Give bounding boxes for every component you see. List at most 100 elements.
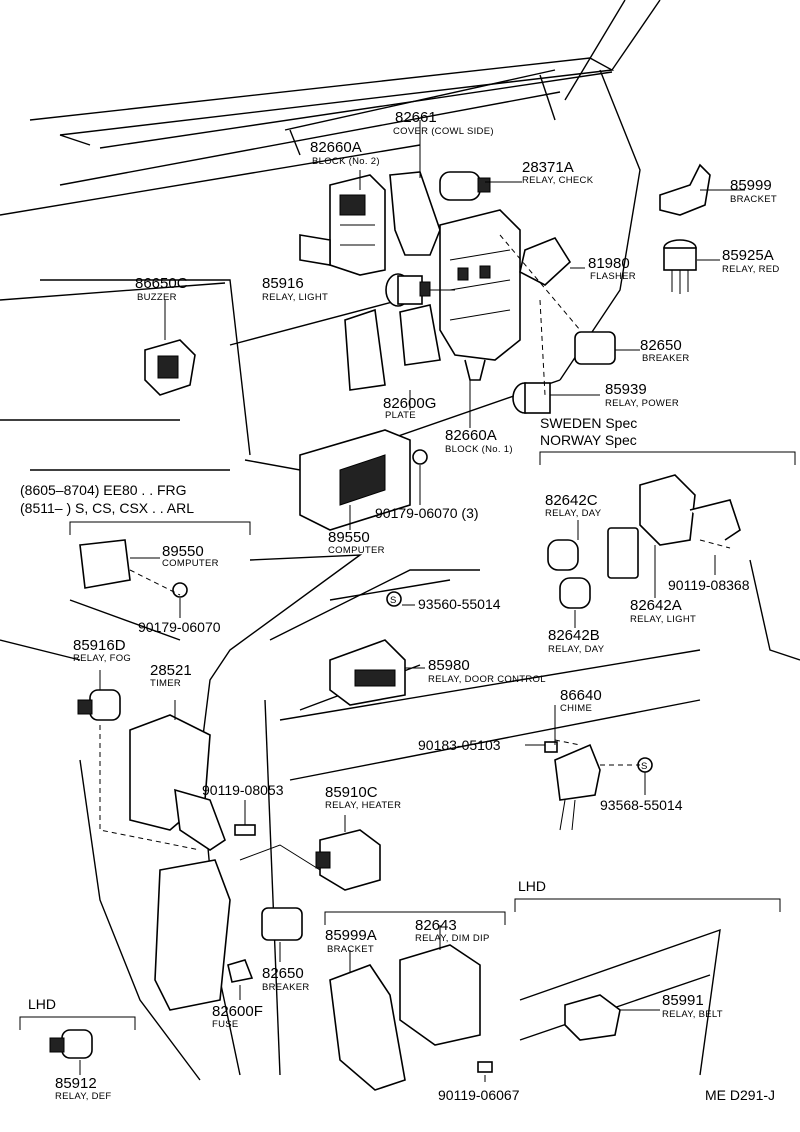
label-85980: 85980 [428,657,470,674]
label-82660A-no2: 82660A [310,139,362,156]
block-no2-drawing [299,174,386,276]
block-no1-drawing [439,209,521,381]
desc-82642C: RELAY, DAY [545,508,602,519]
label-85939: 85939 [605,381,647,398]
bolt-90119-06067-drawing [477,1061,493,1073]
desc-85999A: BRACKET [327,944,374,955]
timer-drawing [129,714,226,851]
label-90119-06067: 90119-06067 [438,1087,520,1103]
group-brackets [19,451,796,1030]
label-82600F: 82600F [212,1003,263,1020]
label-86650C: 86650C [135,275,188,292]
label-82650-top: 82650 [640,337,682,354]
nut-left-drawing [172,582,188,598]
label-89550-left: 89550 [162,543,204,560]
plate-inner-drawing [399,304,441,366]
label-90119-08368: 90119-08368 [668,577,750,593]
relay-heater-drawing [315,829,381,891]
breaker-lower-drawing [261,907,303,941]
label-93568-55014: 93568-55014 [600,797,683,813]
buzzer-drawing [144,339,196,396]
note-lhd-right: LHD [518,878,546,894]
computer-center-drawing [299,429,411,531]
label-90183-05103: 90183-05103 [418,737,501,753]
note-lhd-left: LHD [28,996,56,1012]
screw-symbol-top-letter: S [390,595,397,606]
note-range-line2: (8511– ) S, CS, CSX . . ARL [20,500,194,516]
screw-symbol-top [386,591,402,607]
note-range-line1: (8605–8704) EE80 . . FRG [20,482,187,498]
label-82642B: 82642B [548,627,600,644]
desc-85912: RELAY, DEF [55,1091,112,1102]
part-drawings [49,163,741,1091]
desc-82642B: RELAY, DAY [548,644,605,655]
relay-red-drawing [663,239,697,294]
label-85916: 85916 [262,275,304,292]
label-85999A: 85999A [325,927,377,944]
relay-door-control-drawing [329,639,406,706]
desc-82642A: RELAY, LIGHT [630,614,696,625]
label-85910C: 85910C [325,784,378,801]
clip-90183-05103-drawing [544,741,558,753]
chime-drawing [554,743,601,831]
body-outline [0,0,800,1081]
label-82642A: 82642A [630,597,682,614]
desc-82600F: FUSE [212,1019,239,1030]
cover-cowl-side-drawing [389,171,441,256]
label-89550-center: 89550 [328,529,370,546]
label-81980: 81980 [588,255,630,272]
label-90119-08053: 90119-08053 [202,782,284,798]
label-28521: 28521 [150,662,192,679]
notes: SWEDEN Spec NORWAY Spec (8605–8704) EE80… [20,415,775,1103]
note-spec-norway: NORWAY Spec [540,432,637,448]
breaker-drawing [574,331,616,365]
desc-82660A-no2: BLOCK (No. 2) [312,156,380,167]
desc-85980: RELAY, DOOR CONTROL [428,674,546,685]
label-82661: 82661 [395,109,437,126]
desc-82600G: PLATE [385,410,416,421]
nut-center-drawing [412,449,428,465]
relay-check-drawing [439,171,491,201]
relay-def-drawing [49,1029,93,1059]
desc-89550-center: COMPUTER [328,545,385,556]
relay-power-drawing [512,382,551,414]
desc-28521: TIMER [150,678,181,689]
label-82650-lower: 82650 [262,965,304,982]
desc-86640: CHIME [560,703,592,714]
label-86640: 86640 [560,687,602,704]
label-85916D: 85916D [73,637,126,654]
desc-85991: RELAY, BELT [662,1009,723,1020]
desc-85999: BRACKET [730,194,777,205]
desc-85925A: RELAY, RED [722,264,780,275]
desc-82643: RELAY, DIM DIP [415,933,490,944]
desc-85910C: RELAY, HEATER [325,800,401,811]
label-28371A: 28371A [522,159,574,176]
relay-fog-drawing [77,689,121,721]
flasher-drawing [519,237,572,286]
label-85912: 85912 [55,1075,97,1092]
label-82642C: 82642C [545,492,598,509]
desc-82650-top: BREAKER [642,353,690,364]
desc-89550-left: COMPUTER [162,558,219,569]
label-85925A: 85925A [722,247,774,264]
part-labels: 82661 COVER (COWL SIDE) 82660A BLOCK (No… [55,109,780,1103]
relay-day-drawing [547,474,741,609]
desc-85916: RELAY, LIGHT [262,292,328,303]
computer-left-drawing [79,539,131,589]
desc-81980: FLASHER [590,271,636,282]
desc-82661: COVER (COWL SIDE) [393,126,494,137]
dim-dip-drawing [329,944,481,1091]
label-82643: 82643 [415,917,457,934]
desc-85916D: RELAY, FOG [73,653,131,664]
relay-light-drawing [385,273,431,307]
label-90179-06070: 90179-06070 [138,619,221,635]
plate-drawing [344,308,386,391]
desc-28371A: RELAY, CHECK [522,175,594,186]
relay-belt-drawing [564,994,621,1041]
leader-lines [79,120,745,1082]
label-90179-06070-3: 90179-06070 (3) [375,505,479,521]
desc-85939: RELAY, POWER [605,398,679,409]
note-spec-sweden: SWEDEN Spec [540,415,637,431]
desc-82660A-no1: BLOCK (No. 1) [445,444,513,455]
